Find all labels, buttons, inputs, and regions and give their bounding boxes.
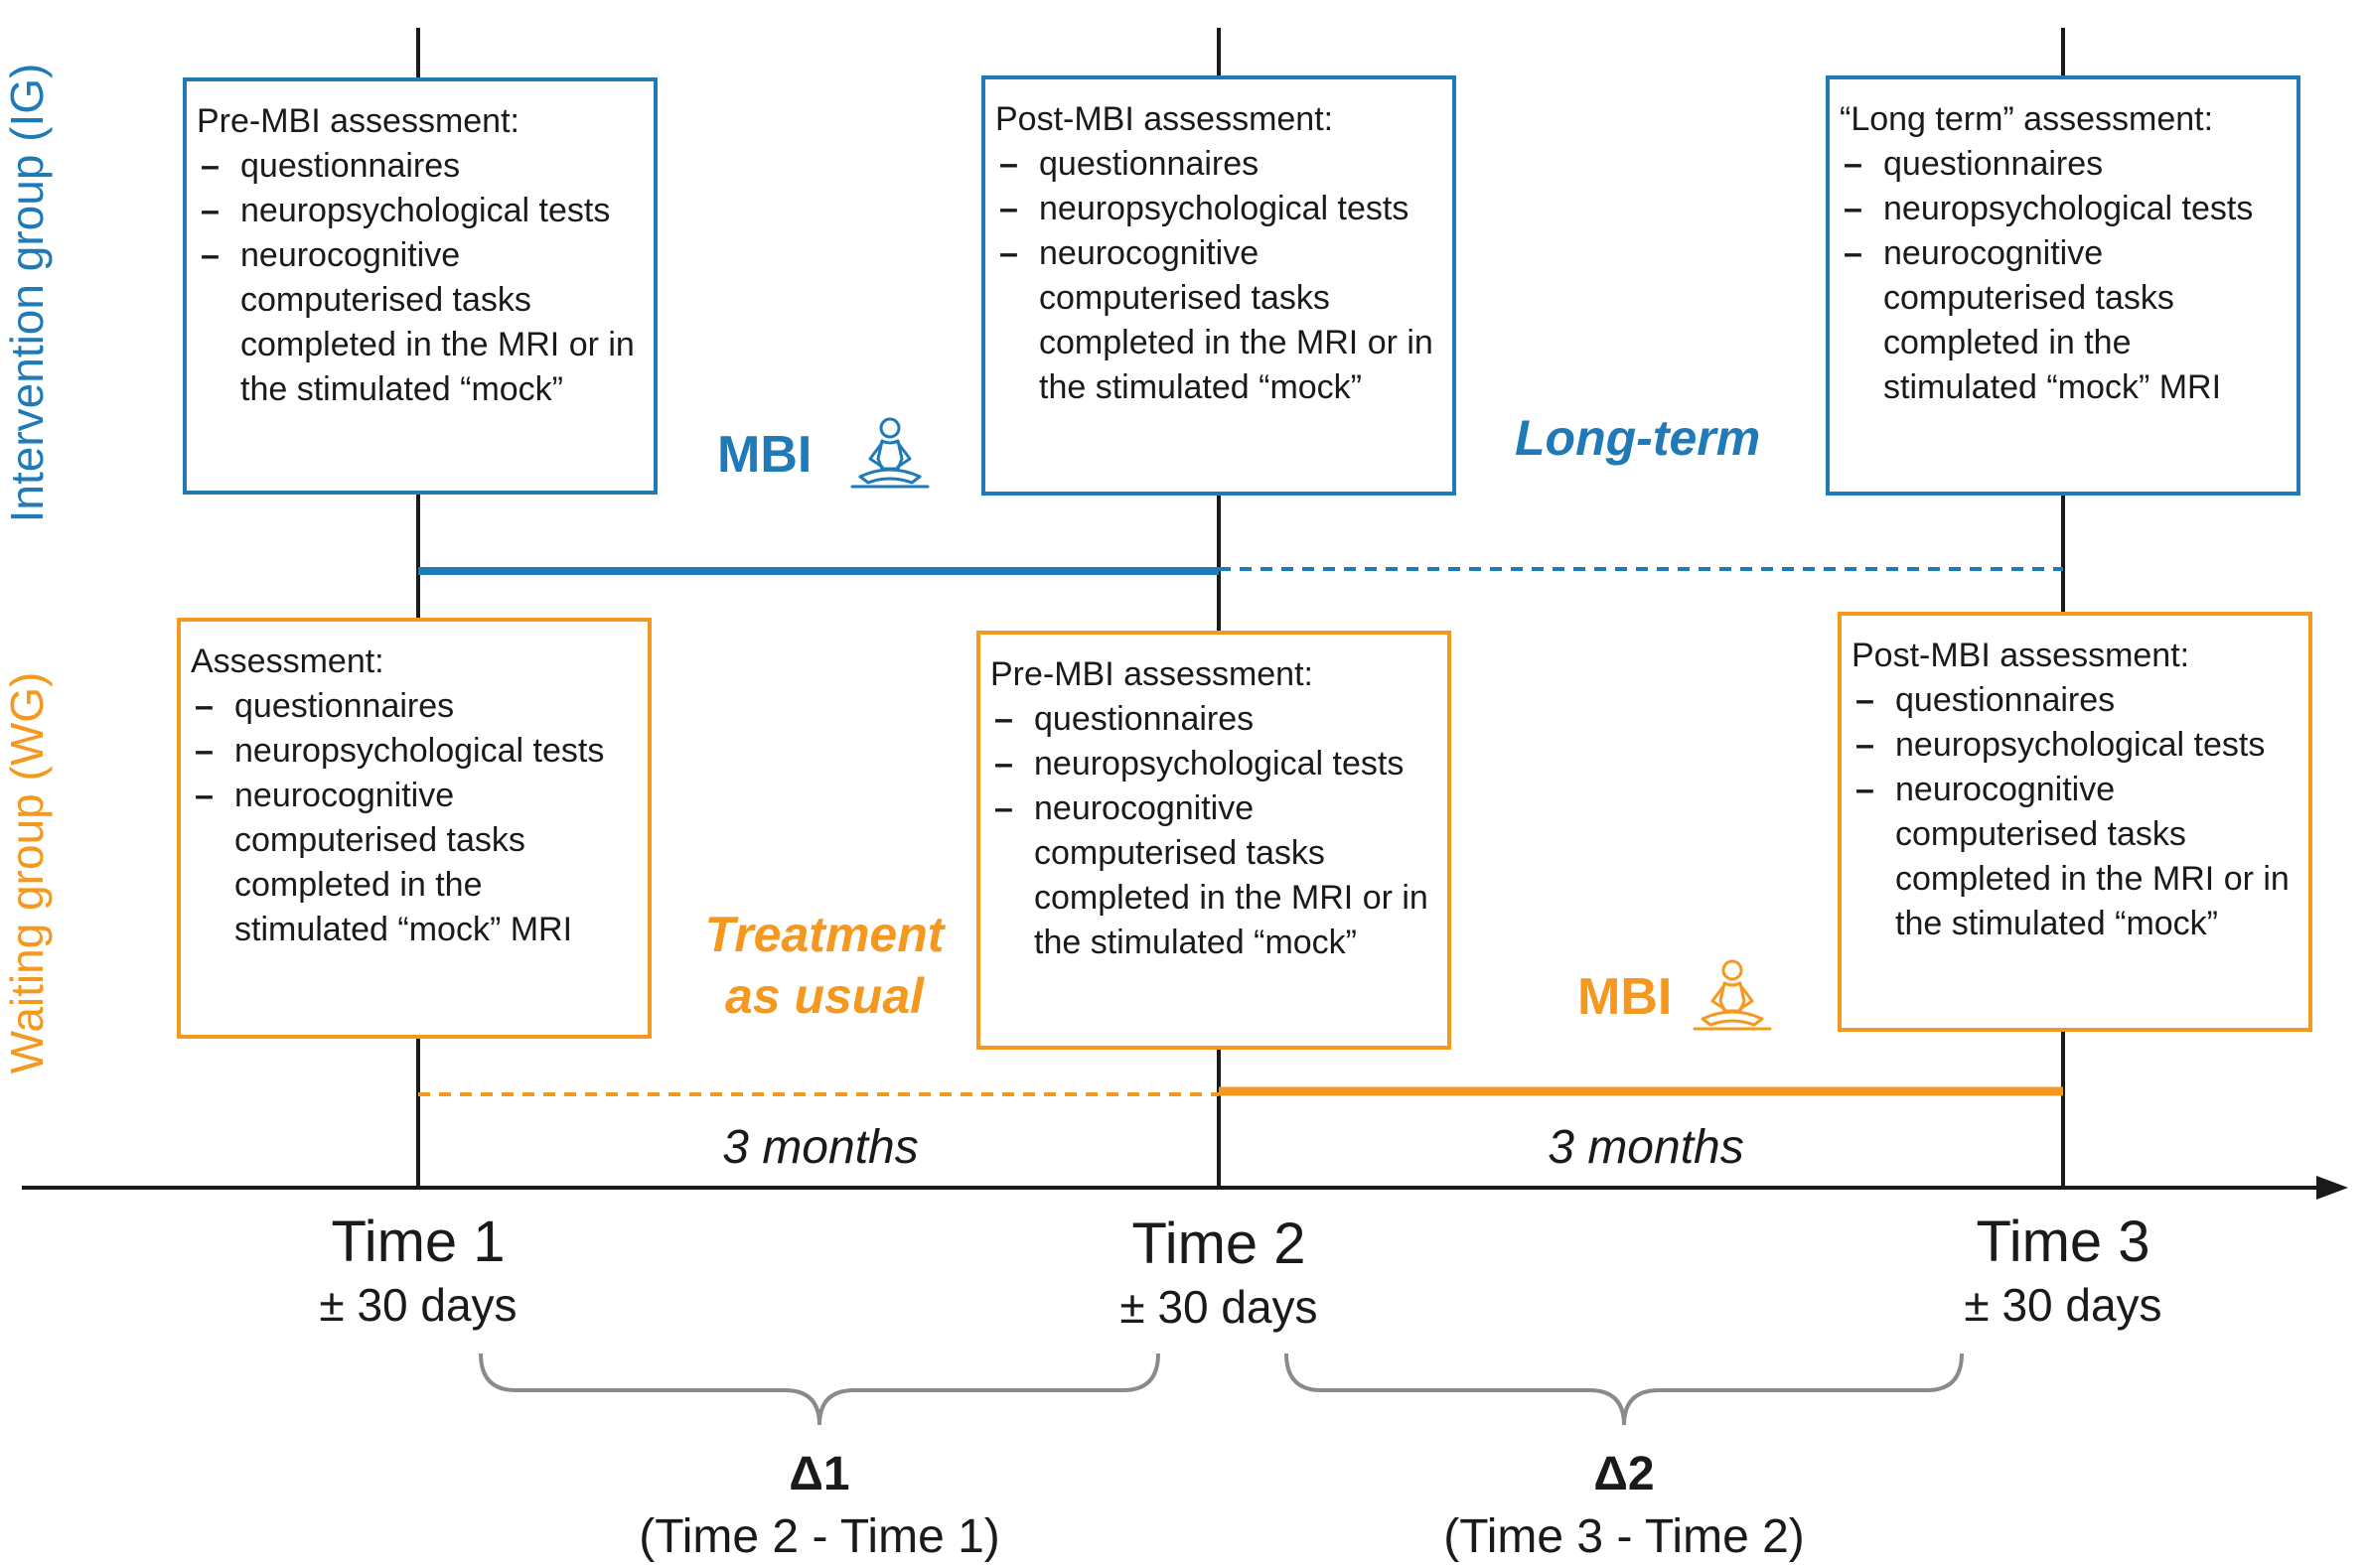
box-title: Pre-MBI assessment: — [990, 655, 1313, 693]
list-item: neuropsychological tests — [995, 187, 1442, 231]
delta1-brace — [479, 1353, 1160, 1426]
timepoint-3: Time 3 ± 30 days — [1864, 1210, 2262, 1335]
timepoint-1: Time 1 ± 30 days — [220, 1210, 617, 1335]
ig-mbi-text: MBI — [717, 426, 813, 484]
timepoint-window: ± 30 days — [1964, 1279, 2162, 1331]
list-item: neurocognitive computerised tasks comple… — [1840, 231, 2287, 410]
list-item: neurocognitive computerised tasks comple… — [990, 786, 1437, 965]
delta2-brace — [1284, 1353, 1964, 1426]
list-item: questionnaires — [995, 142, 1442, 187]
wg-time1-box: Assessment: questionnaires neuropsycholo… — [177, 618, 652, 1039]
list-item: questionnaires — [197, 144, 644, 189]
tau-line1: Treatment — [704, 907, 945, 962]
list-item: neuropsychological tests — [1840, 187, 2287, 231]
meditation-icon — [850, 417, 930, 489]
list-item: questionnaires — [1840, 142, 2287, 187]
list-item: questionnaires — [1852, 678, 2298, 723]
wg-time2-box: Pre-MBI assessment: questionnaires neuro… — [976, 631, 1451, 1050]
timepoint-label: Time 1 — [331, 1210, 506, 1274]
timepoint-window: ± 30 days — [319, 1279, 518, 1331]
delta-description: (Time 3 - Time 2) — [1443, 1510, 1805, 1563]
list-item: neurocognitive computerised tasks comple… — [1852, 768, 2298, 946]
list-item: neuropsychological tests — [990, 742, 1437, 786]
box-title: Pre-MBI assessment: — [197, 102, 519, 140]
meditation-icon — [1693, 959, 1772, 1031]
list-item: neurocognitive computerised tasks comple… — [191, 774, 638, 952]
intervention-group-label: Intervention group (IG) — [1, 63, 53, 523]
waiting-group-label: Waiting group (WG) — [1, 671, 53, 1074]
wg-mbi-label: MBI — [1577, 967, 1672, 1027]
list-item: questionnaires — [191, 684, 638, 729]
list-item: neuropsychological tests — [197, 189, 644, 233]
ig-time2-box: Post-MBI assessment: questionnaires neur… — [981, 75, 1456, 496]
delta-description: (Time 2 - Time 1) — [639, 1510, 1000, 1563]
list-item: neurocognitive computerised tasks comple… — [995, 231, 1442, 410]
ig-time1-box: Pre-MBI assessment: questionnaires neuro… — [183, 77, 658, 495]
wg-mbi-text: MBI — [1577, 968, 1673, 1026]
list-item: neuropsychological tests — [191, 729, 638, 774]
delta-2: Δ2 (Time 3 - Time 2) — [1376, 1443, 1872, 1568]
time-axis-arrowhead — [2316, 1176, 2348, 1200]
delta-1: Δ1 (Time 2 - Time 1) — [571, 1443, 1068, 1568]
box-title: Assessment: — [191, 642, 384, 680]
timepoint-2: Time 2 ± 30 days — [1020, 1212, 1417, 1337]
list-item: neuropsychological tests — [1852, 723, 2298, 768]
ig-mbi-label: MBI — [717, 425, 812, 485]
ig-time3-box: “Long term” assessment: questionnaires n… — [1826, 75, 2300, 496]
interval-label-1: 3 months — [722, 1121, 919, 1174]
wg-time3-box: Post-MBI assessment: questionnaires neur… — [1838, 612, 2312, 1032]
list-item: questionnaires — [990, 697, 1437, 742]
box-title: Post-MBI assessment: — [995, 100, 1334, 138]
interval-label-2: 3 months — [1548, 1121, 1744, 1174]
tau-line2: as usual — [724, 968, 925, 1024]
box-title: “Long term” assessment: — [1840, 100, 2214, 138]
delta-label: Δ2 — [1593, 1448, 1655, 1500]
list-item: neurocognitive computerised tasks comple… — [197, 233, 644, 412]
delta-label: Δ1 — [789, 1448, 850, 1500]
timepoint-window: ± 30 days — [1119, 1281, 1318, 1333]
timepoint-label: Time 2 — [1131, 1212, 1306, 1276]
ig-long-term-label: Long-term — [1515, 410, 1761, 466]
timepoint-label: Time 3 — [1976, 1210, 2150, 1274]
wg-treatment-as-usual-label: Treatment as usual — [675, 904, 973, 1027]
box-title: Post-MBI assessment: — [1852, 637, 2190, 674]
